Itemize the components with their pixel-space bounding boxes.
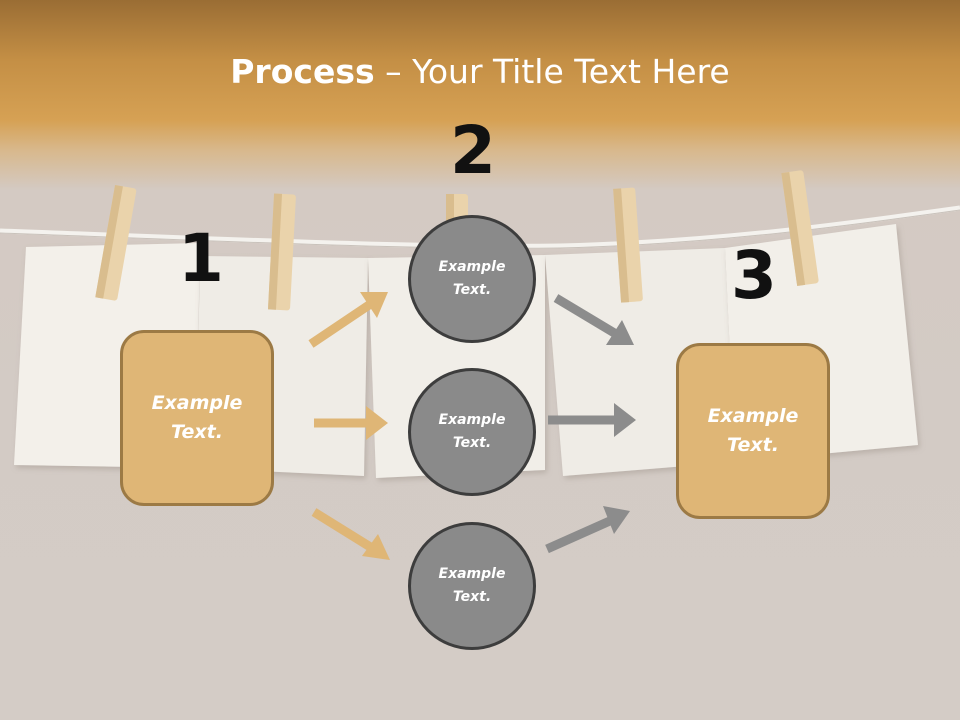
left-process-box: Example Text.	[120, 330, 274, 506]
step-number-1: 1	[178, 220, 224, 297]
clothespin-1	[95, 184, 137, 301]
clothespin-5	[781, 170, 819, 286]
circle-top-text: Example Text.	[438, 259, 506, 298]
circle-top: Example Text.	[408, 215, 536, 343]
step-number-2: 2	[450, 112, 496, 189]
rope	[0, 205, 960, 249]
circle-middle: Example Text.	[408, 368, 536, 496]
clothespin-2	[267, 193, 296, 311]
arrow-right-down	[553, 294, 634, 345]
arrow-left-middle	[314, 406, 388, 440]
circle-bottom: Example Text.	[408, 522, 536, 650]
arrow-right-middle	[548, 403, 636, 437]
arrow-left-down	[311, 508, 390, 560]
left-box-text: Example Text.	[151, 392, 243, 443]
right-box-text: Example Text.	[707, 405, 799, 456]
slide-title: Process – Your Title Text Here	[0, 52, 960, 91]
right-process-box: Example Text.	[676, 343, 830, 519]
clothespin-4	[613, 187, 643, 303]
title-rest: – Your Title Text Here	[374, 52, 730, 91]
arrow-left-up	[308, 292, 388, 348]
circle-bottom-text: Example Text.	[438, 566, 506, 605]
circle-middle-text: Example Text.	[438, 412, 506, 451]
step-number-3: 3	[731, 237, 777, 314]
arrow-right-up	[545, 506, 630, 554]
title-bold: Process	[230, 52, 375, 91]
